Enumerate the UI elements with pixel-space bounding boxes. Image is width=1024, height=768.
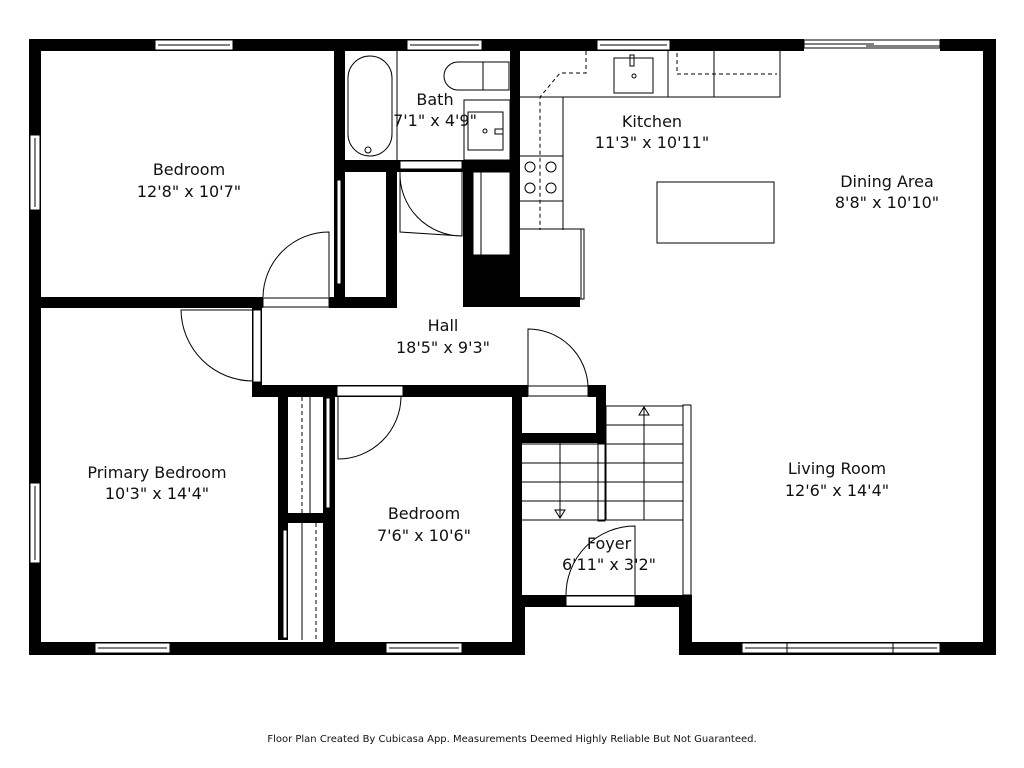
closet-rods [301, 397, 317, 640]
room-dims-bedroom-1: 12'8" x 10'7" [137, 182, 241, 201]
room-name-primary-bedroom: Primary Bedroom [87, 463, 226, 482]
room-dims-primary-bedroom: 10'3" x 14'4" [105, 484, 209, 503]
room-name-living-room: Living Room [788, 459, 886, 478]
kitchen-fixtures [517, 51, 781, 300]
room-dims-foyer: 6'11" x 3'2" [562, 555, 656, 574]
room-labels: Bedroom 12'8" x 10'7" Bath 7'1" x 4'9" K… [87, 90, 939, 574]
room-dims-dining-area: 8'8" x 10'10" [835, 193, 939, 212]
stairs [522, 404, 692, 596]
room-name-kitchen: Kitchen [622, 112, 682, 131]
interior-walls [29, 39, 606, 655]
disclaimer-footer: Floor Plan Created By Cubicasa App. Meas… [267, 734, 757, 745]
room-name-bedroom-2: Bedroom [388, 504, 460, 523]
room-dims-bedroom-2: 7'6" x 10'6" [377, 526, 471, 545]
room-name-bedroom-1: Bedroom [153, 160, 225, 179]
room-name-dining-area: Dining Area [840, 172, 934, 191]
room-dims-living-room: 12'6" x 14'4" [785, 481, 889, 500]
room-name-foyer: Foyer [587, 534, 632, 553]
windows [29, 39, 941, 654]
room-dims-bath: 7'1" x 4'9" [393, 111, 477, 130]
room-dims-kitchen: 11'3" x 10'11" [595, 133, 709, 152]
room-dims-hall: 18'5" x 9'3" [396, 338, 490, 357]
room-name-hall: Hall [428, 316, 459, 335]
bath-fixtures [347, 51, 511, 256]
room-name-bath: Bath [416, 90, 453, 109]
doors [180, 160, 636, 639]
kitchen-island [656, 181, 775, 244]
